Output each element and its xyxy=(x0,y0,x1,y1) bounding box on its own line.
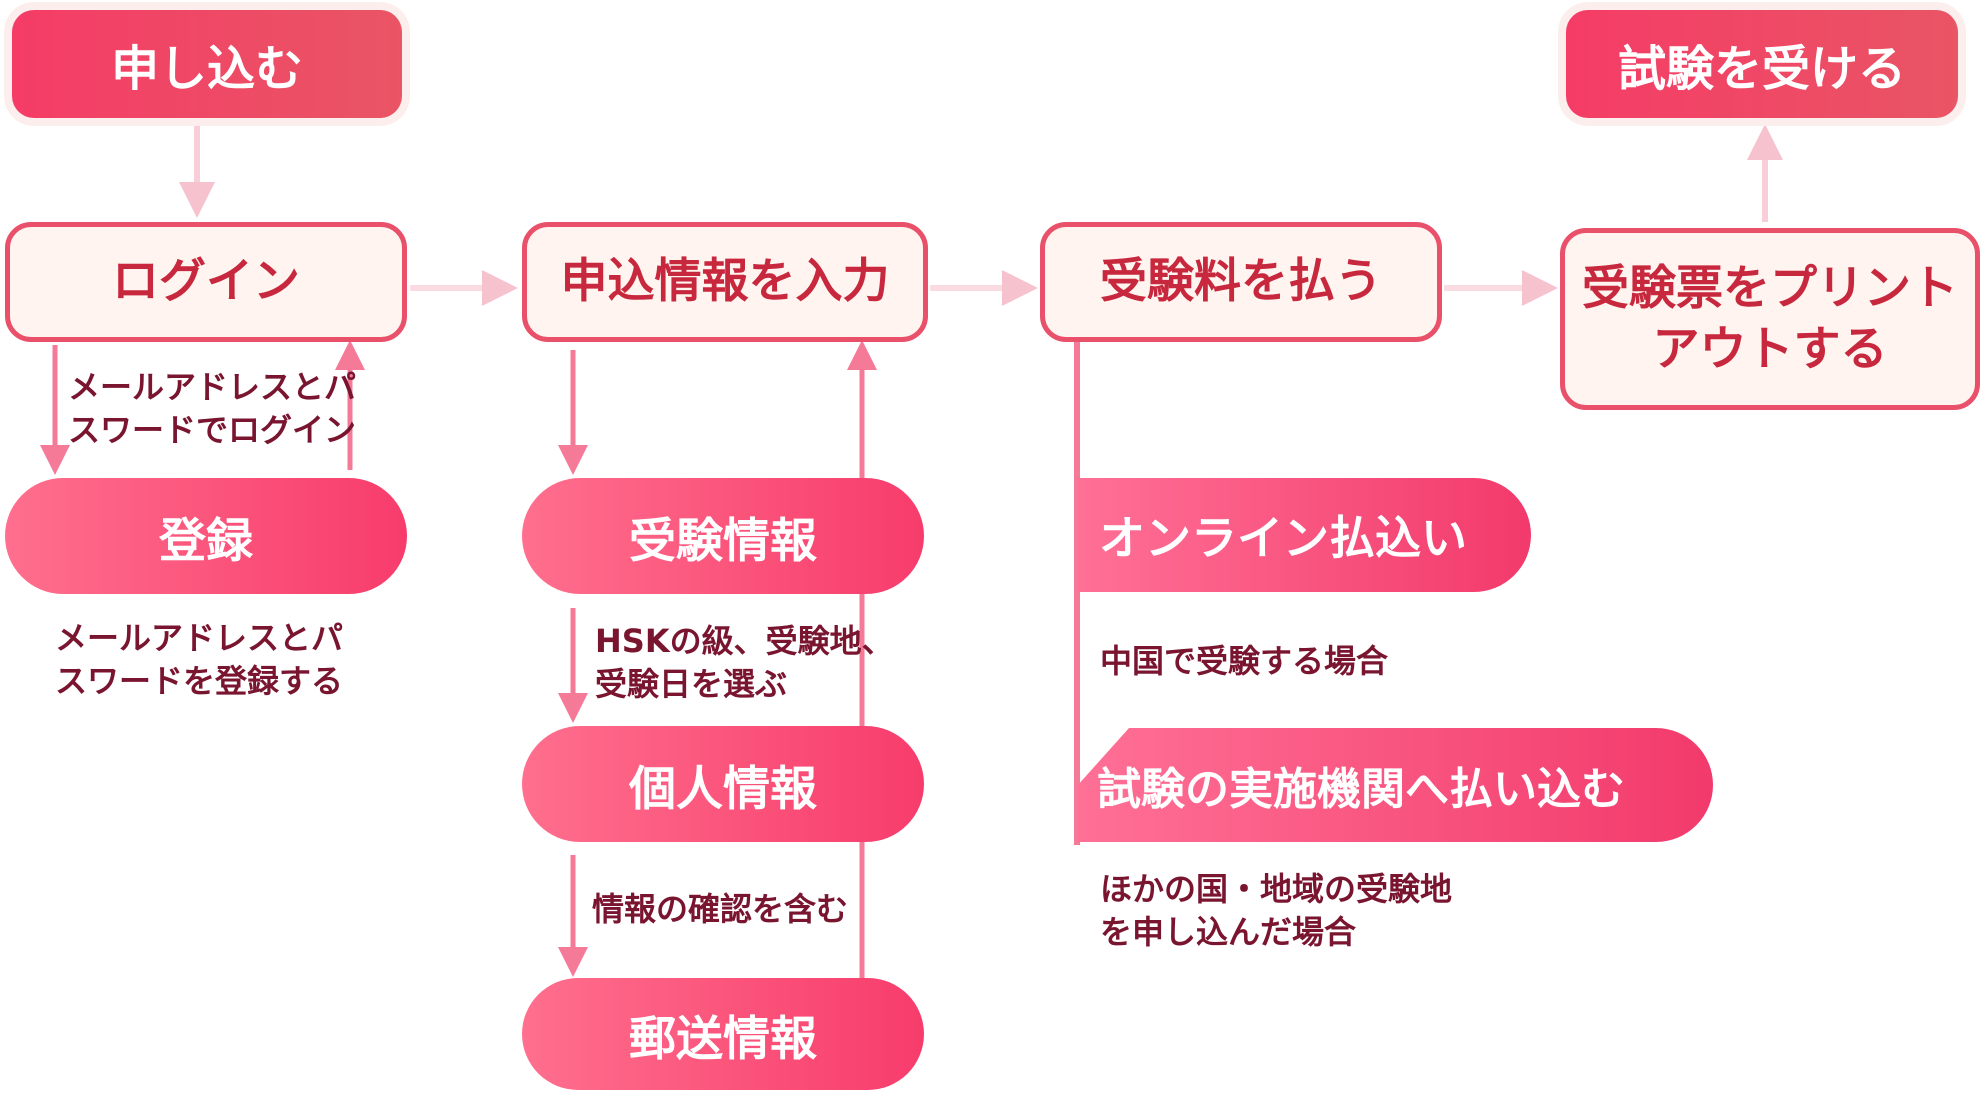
online-payment-note: 中国で受験する場合 xyxy=(1100,640,1388,683)
register-label: 登録 xyxy=(159,513,253,569)
take-exam-label: 試験を受ける xyxy=(1617,41,1906,97)
postal-info-pill: 郵送情報 xyxy=(522,978,924,1090)
postal-info-label: 郵送情報 xyxy=(629,1011,817,1067)
step-pay-fee: 受験料を払う xyxy=(1040,222,1442,342)
personal-info-pill: 個人情報 xyxy=(522,726,924,842)
online-payment-note-text: 中国で受験する場合 xyxy=(1100,642,1389,680)
register-note-line2: スワードを登録する xyxy=(55,662,344,701)
login-note: メールアドレスとパ スワードでログイン xyxy=(68,366,356,452)
step-pay-fee-label: 受験料を払う xyxy=(1100,254,1382,310)
login-note-line1: メールアドレスとパ xyxy=(68,368,357,406)
institution-payment-label: 試験の実施機関へ払い込む xyxy=(1097,764,1625,815)
exam-info-label: 受験情報 xyxy=(629,513,817,569)
online-payment-label: オンライン払込い xyxy=(1099,511,1467,565)
institution-payment-pill: 試験の実施機関へ払い込む xyxy=(1077,728,1713,842)
take-exam-box: 試験を受ける xyxy=(1566,10,1958,118)
step-enter-info: 申込情報を入力 xyxy=(522,222,928,342)
register-note: メールアドレスとパ スワードを登録する xyxy=(55,617,343,703)
institution-payment-note-line1: ほかの国・地域の受験地 xyxy=(1100,870,1453,908)
institution-payment-note: ほかの国・地域の受験地 を申し込んだ場合 xyxy=(1100,868,1452,954)
step-enter-info-label: 申込情報を入力 xyxy=(560,254,890,310)
step-print-ticket-line2: アウトする xyxy=(1652,322,1888,377)
personal-info-note-text: 情報の確認を含む xyxy=(592,890,849,928)
step-login: ログイン xyxy=(5,222,407,342)
step-login-label: ログイン xyxy=(112,254,300,310)
apply-box: 申し込む xyxy=(12,10,402,118)
login-note-line2: スワードでログイン xyxy=(68,411,357,450)
online-payment-pill: オンライン払込い xyxy=(1077,478,1531,592)
personal-info-note: 情報の確認を含む xyxy=(592,888,848,931)
step-print-ticket: 受験票をプリント アウトする xyxy=(1560,228,1980,410)
apply-label: 申し込む xyxy=(110,41,303,97)
register-note-line1: メールアドレスとパ xyxy=(55,619,344,657)
exam-info-note-line1: HSKの級、受験地、 xyxy=(595,622,894,660)
exam-info-note: HSKの級、受験地、 受験日を選ぶ xyxy=(595,620,894,706)
institution-payment-note-line2: を申し込んだ場合 xyxy=(1100,913,1357,952)
exam-info-note-line2: 受験日を選ぶ xyxy=(595,665,788,704)
register-pill: 登録 xyxy=(5,478,407,594)
exam-info-pill: 受験情報 xyxy=(522,478,924,594)
step-print-ticket-line1: 受験票をプリント xyxy=(1582,260,1958,316)
personal-info-label: 個人情報 xyxy=(629,761,817,817)
